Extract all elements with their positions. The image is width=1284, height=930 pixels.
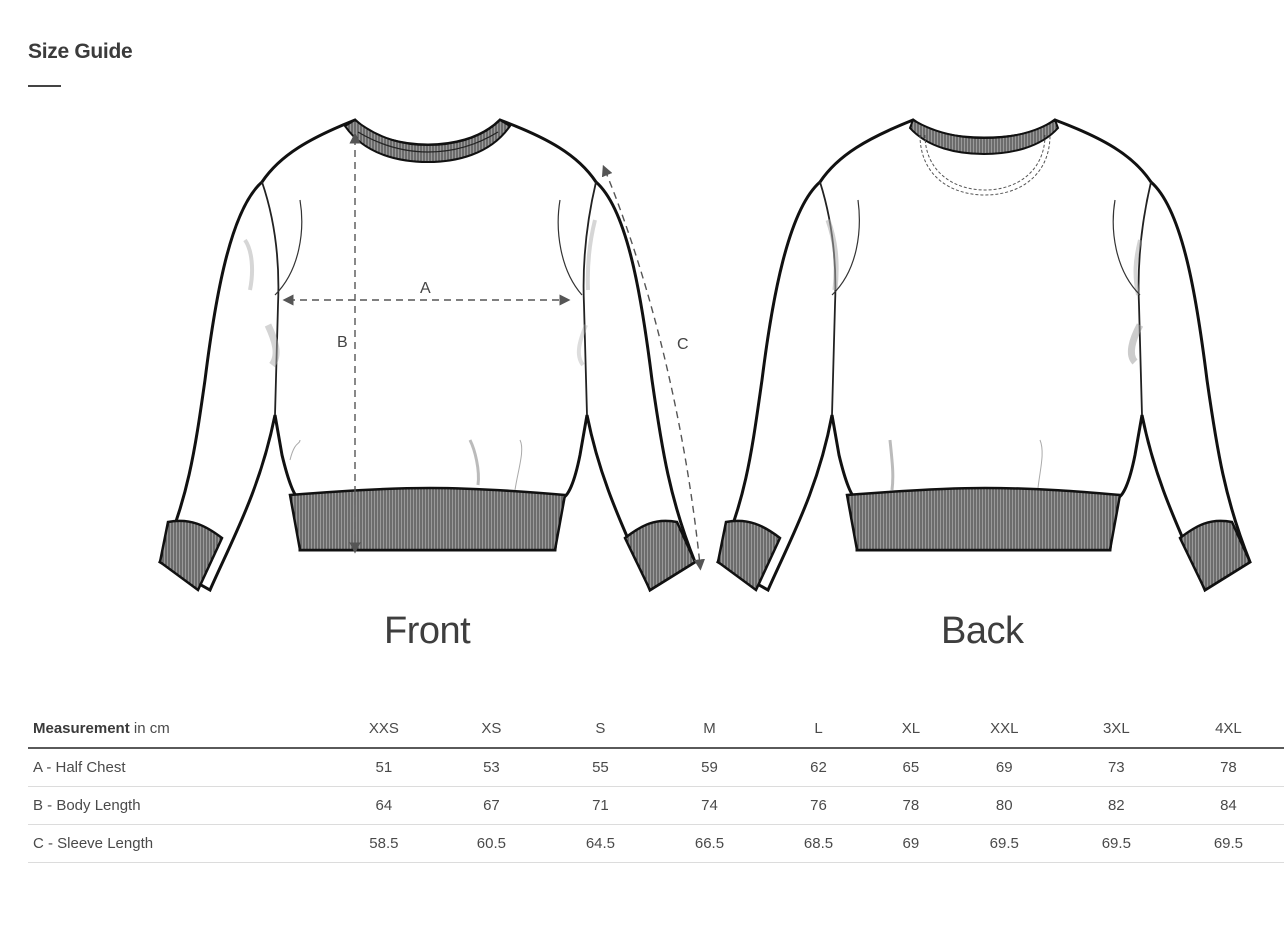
measurement-a-marker: A xyxy=(420,280,431,297)
size-header-3xl: 3XL xyxy=(1059,710,1173,749)
back-sweatshirt-diagram xyxy=(710,100,1284,610)
table-row-body-length: B - Body Length 64 67 71 74 76 78 80 82 … xyxy=(28,786,1284,825)
table-cell: 82 xyxy=(1059,786,1173,825)
page-title: Size Guide xyxy=(28,40,133,63)
size-header-xl: XL xyxy=(873,710,949,749)
table-cell: 69.5 xyxy=(1172,824,1284,863)
table-cell: 78 xyxy=(873,786,949,825)
table-cell: 65 xyxy=(873,748,949,787)
row-label: C - Sleeve Length xyxy=(28,824,331,863)
front-view-label: Front xyxy=(384,610,471,652)
table-cell: 74 xyxy=(654,786,764,825)
table-cell: 67 xyxy=(436,786,546,825)
table-header-row: Measurement in cm XXS XS S M L XL XXL 3X… xyxy=(28,710,1284,749)
size-header-s: S xyxy=(545,710,655,749)
table-row-half-chest: A - Half Chest 51 53 55 59 62 65 69 73 7… xyxy=(28,748,1284,787)
table-cell: 84 xyxy=(1172,786,1284,825)
row-label: A - Half Chest xyxy=(28,748,331,787)
table-cell: 60.5 xyxy=(436,824,546,863)
table-cell: 59 xyxy=(654,748,764,787)
measurement-b-marker: B xyxy=(337,334,348,351)
measurement-label: Measurement xyxy=(33,720,130,737)
table-cell: 64 xyxy=(330,786,437,825)
table-cell: 55 xyxy=(545,748,655,787)
table-cell: 80 xyxy=(948,786,1060,825)
front-sweatshirt-illustration xyxy=(158,118,705,593)
row-label: B - Body Length xyxy=(28,786,331,825)
table-cell: 64.5 xyxy=(545,824,655,863)
table-cell: 66.5 xyxy=(654,824,764,863)
table-cell: 69 xyxy=(873,824,949,863)
table-cell: 76 xyxy=(763,786,874,825)
table-cell: 69 xyxy=(948,748,1060,787)
size-chart-table: Measurement in cm XXS XS S M L XL XXL 3X… xyxy=(28,710,1284,863)
table-cell: 73 xyxy=(1059,748,1173,787)
size-header-xxl: XXL xyxy=(948,710,1060,749)
table-row-sleeve-length: C - Sleeve Length 58.5 60.5 64.5 66.5 68… xyxy=(28,824,1284,863)
table-cell: 62 xyxy=(763,748,874,787)
table-cell: 53 xyxy=(436,748,546,787)
table-cell: 69.5 xyxy=(948,824,1060,863)
measurement-c-marker: C xyxy=(677,336,689,353)
size-header-m: M xyxy=(654,710,764,749)
table-cell: 78 xyxy=(1172,748,1284,787)
size-header-xxs: XXS xyxy=(330,710,437,749)
table-cell: 51 xyxy=(330,748,437,787)
measurement-column-header: Measurement in cm xyxy=(28,710,331,749)
back-view-label: Back xyxy=(941,610,1024,652)
front-sweatshirt-diagram xyxy=(150,100,720,610)
size-header-4xl: 4XL xyxy=(1172,710,1284,749)
back-sweatshirt-illustration xyxy=(716,118,1252,593)
title-underline xyxy=(28,85,61,87)
table-cell: 68.5 xyxy=(763,824,874,863)
table-cell: 58.5 xyxy=(330,824,437,863)
table-cell: 69.5 xyxy=(1059,824,1173,863)
size-header-l: L xyxy=(763,710,874,749)
table-cell: 71 xyxy=(545,786,655,825)
size-header-xs: XS xyxy=(436,710,546,749)
unit-label: in cm xyxy=(129,720,170,737)
